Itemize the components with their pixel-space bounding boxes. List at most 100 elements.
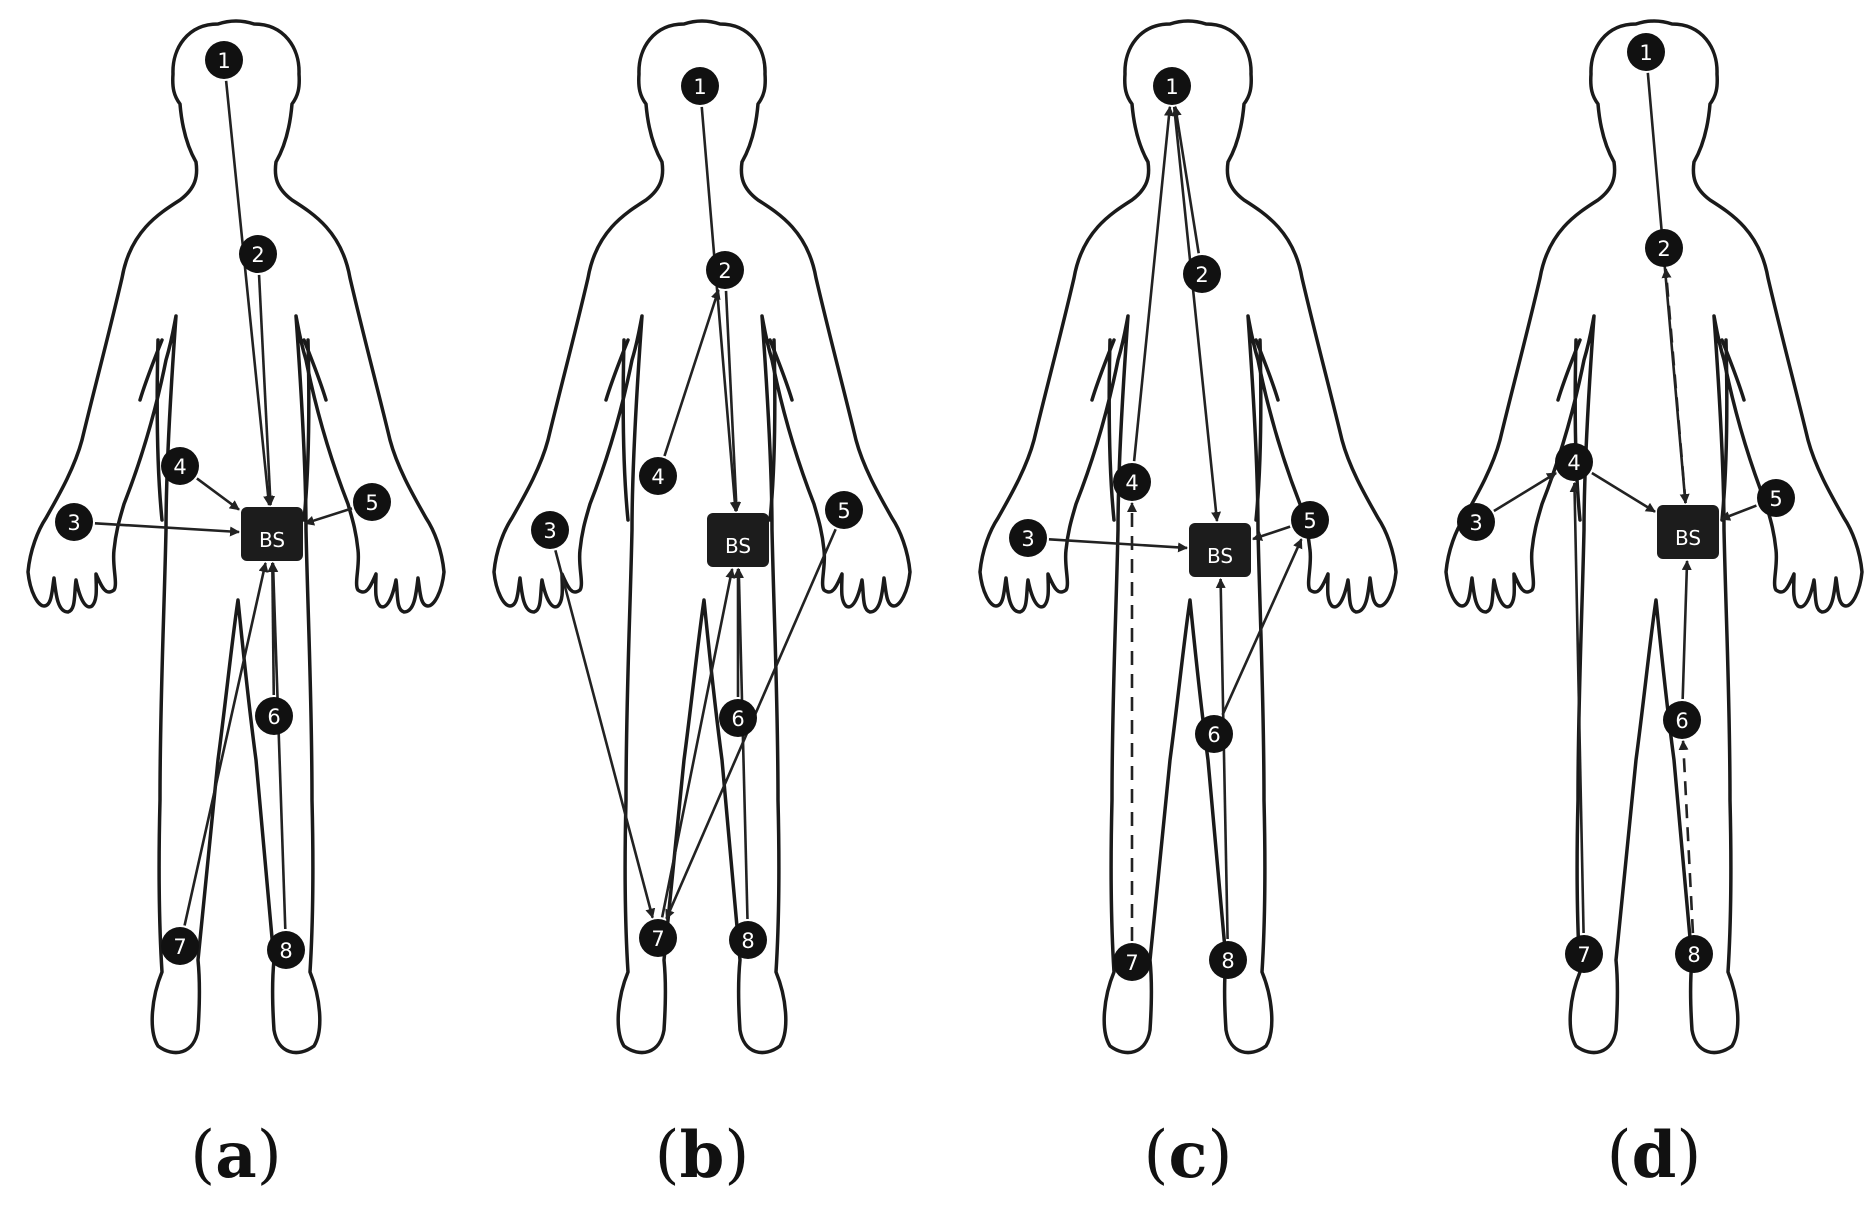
body-contour-line (1254, 338, 1280, 402)
panel-caption: (b) (655, 1118, 750, 1193)
sensor-node-label: 1 (1639, 41, 1652, 65)
sensor-node-label: 7 (1125, 951, 1138, 975)
link-8-to-BS (268, 562, 287, 930)
link-1-to-BS (1172, 106, 1222, 522)
sensor-node-7 (1565, 935, 1603, 973)
sensor-node-1 (681, 67, 719, 105)
link-8-to-BS (733, 568, 749, 920)
panel-caption: (c) (1144, 1118, 1233, 1193)
sensor-node-label: 8 (279, 939, 292, 963)
sensor-node-label: 8 (1221, 949, 1234, 973)
sensor-node-label: 5 (1303, 509, 1316, 533)
sensor-node-1 (205, 41, 243, 79)
panel-d: BS 1 2 3 4 5 6 7 8 (d) (1444, 19, 1864, 1193)
sensor-node-7 (161, 927, 199, 965)
body-contour-line (302, 338, 328, 402)
link-6-to-BS (1681, 560, 1692, 700)
base-station (707, 513, 769, 567)
sensor-node-8 (267, 931, 305, 969)
sensor-node-7 (639, 919, 677, 957)
base-station-label: BS (1675, 526, 1701, 550)
sensor-node-label: 8 (741, 929, 754, 953)
link-3-to-4 (1493, 471, 1557, 513)
sensor-node-label: 8 (1687, 943, 1700, 967)
sensor-node-1 (1153, 67, 1191, 105)
body-contour-line (768, 338, 794, 402)
sensor-node-6 (719, 699, 757, 737)
panel-caption: (d) (1607, 1118, 1702, 1193)
sensor-node-2 (1645, 229, 1683, 267)
body-contour-line (1720, 338, 1729, 522)
base-station (1657, 505, 1719, 559)
link-7-to-4 (1569, 481, 1585, 934)
link-3-to-7 (554, 549, 656, 919)
link-8-to-BS (1215, 578, 1229, 940)
body-contour-line (138, 338, 164, 402)
link-2-to-1 (1171, 105, 1200, 254)
sensor-node-4 (161, 447, 199, 485)
link-2-to-BS (724, 290, 742, 512)
sensor-node-label: 5 (1769, 487, 1782, 511)
sensor-node-6 (1195, 715, 1233, 753)
sensor-node-label: 6 (1675, 709, 1688, 733)
body-silhouette (978, 19, 1398, 1055)
sensor-node-6 (255, 697, 293, 735)
sensor-node-label: 4 (1125, 471, 1138, 495)
sensor-node-2 (706, 251, 744, 289)
base-station-label: BS (259, 528, 285, 552)
base-station (1189, 523, 1251, 577)
link-1-to-BS (700, 106, 740, 512)
sensor-node-label: 6 (731, 707, 744, 731)
sensor-node-4 (1555, 443, 1593, 481)
sensor-node-3 (1457, 503, 1495, 541)
sensor-node-label: 3 (543, 519, 556, 543)
sensor-node-label: 1 (693, 75, 706, 99)
body-silhouette (1444, 19, 1864, 1055)
sensor-node-label: 2 (251, 243, 264, 267)
body-contour-line (1720, 338, 1746, 402)
body-contour-line (604, 338, 630, 402)
link-4-to-BS (1591, 471, 1656, 513)
sensor-node-label: 4 (173, 455, 186, 479)
sensor-node-label: 3 (67, 511, 80, 535)
sensor-node-label: 4 (1567, 451, 1580, 475)
panel-caption: (a) (190, 1118, 281, 1193)
sensor-node-label: 5 (837, 499, 850, 523)
link-5-to-BS (1252, 525, 1291, 541)
body-contour-line (1556, 338, 1582, 402)
sensor-node-label: 2 (1657, 237, 1670, 261)
sensor-node-label: 3 (1021, 527, 1034, 551)
sensor-node-label: 7 (651, 927, 664, 951)
link-7-to-BS (660, 568, 736, 918)
sensor-node-label: 3 (1469, 511, 1482, 535)
link-4-to-BS (196, 477, 240, 511)
link-6-to-5 (1221, 538, 1303, 716)
body-contour-line (621, 338, 630, 522)
body-contour-line (155, 338, 164, 522)
sensor-node-7 (1113, 943, 1151, 981)
body-contour-line (302, 338, 311, 522)
sensor-node-5 (1291, 501, 1329, 539)
sensor-node-2 (1183, 255, 1221, 293)
body-contour-line (768, 338, 777, 522)
sensor-node-8 (729, 921, 767, 959)
link-5-to-BS (304, 507, 353, 526)
sensor-node-label: 1 (1165, 75, 1178, 99)
sensor-node-label: 5 (365, 491, 378, 515)
sensor-node-label: 7 (1577, 943, 1590, 967)
body-silhouette (26, 19, 446, 1055)
sensor-node-2 (239, 235, 277, 273)
link-5-to-BS (1720, 504, 1757, 521)
body-contour-line (1254, 338, 1263, 522)
sensor-node-5 (825, 491, 863, 529)
sensor-node-3 (531, 511, 569, 549)
sensor-node-1 (1627, 33, 1665, 71)
base-station (241, 507, 303, 561)
sensor-node-3 (55, 503, 93, 541)
base-station-label: BS (1207, 544, 1233, 568)
sensor-node-5 (1757, 479, 1795, 517)
body-contour-line (1107, 338, 1116, 522)
